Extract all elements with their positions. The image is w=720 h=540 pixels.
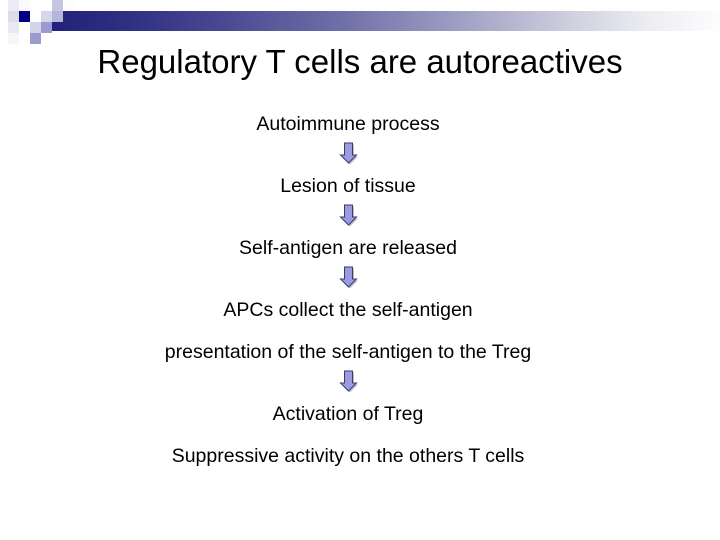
deco-square (8, 0, 19, 11)
flow-step-label: APCs collect the self-antigen (223, 299, 473, 321)
deco-square (41, 22, 52, 33)
title-banner-decoration (0, 0, 720, 46)
down-arrow-icon (335, 140, 361, 166)
down-arrow-icon (335, 202, 361, 228)
process-flow: Autoimmune process Lesion of tissue (0, 112, 720, 468)
deco-square (30, 11, 41, 22)
deco-square (63, 0, 74, 11)
flow-step-2: Lesion of tissue (0, 174, 720, 198)
flow-step-7: Suppressive activity on the others T cel… (0, 444, 720, 468)
slide-title: Regulatory T cells are autoreactives (97, 43, 623, 80)
flow-step-label: Lesion of tissue (280, 175, 416, 197)
gradient-bar (41, 11, 720, 31)
flow-step-4: APCs collect the self-antigen (0, 298, 720, 322)
flow-step-1: Autoimmune process (0, 112, 720, 136)
flow-step-3: Self-antigen are released (0, 236, 720, 260)
flow-step-label: Suppressive activity on the others T cel… (171, 445, 525, 467)
flow-step-5: presentation of the self-antigen to the … (0, 340, 720, 364)
deco-square (8, 11, 19, 22)
deco-square (30, 0, 41, 11)
deco-square (8, 33, 19, 44)
deco-square (52, 0, 63, 11)
flow-arrow-row (0, 368, 720, 398)
flow-arrow-row (0, 140, 720, 170)
down-arrow-icon (335, 264, 361, 290)
deco-square (30, 33, 41, 44)
flow-step-6: Activation of Treg (0, 402, 720, 426)
deco-square (30, 22, 41, 33)
down-arrow-icon (335, 368, 361, 394)
flow-step-label: Autoimmune process (256, 113, 440, 135)
deco-square (19, 0, 30, 11)
flow-step-label: Self-antigen are released (239, 237, 457, 259)
flow-arrow-row (0, 202, 720, 232)
deco-square (8, 22, 19, 33)
deco-square (41, 0, 52, 11)
deco-square (19, 22, 30, 33)
flow-step-label: presentation of the self-antigen to the … (164, 341, 532, 363)
deco-square (52, 11, 63, 22)
flow-arrow-row (0, 264, 720, 294)
deco-square (41, 11, 52, 22)
deco-square (19, 33, 30, 44)
deco-square (19, 11, 30, 22)
flow-step-label: Activation of Treg (272, 403, 424, 425)
